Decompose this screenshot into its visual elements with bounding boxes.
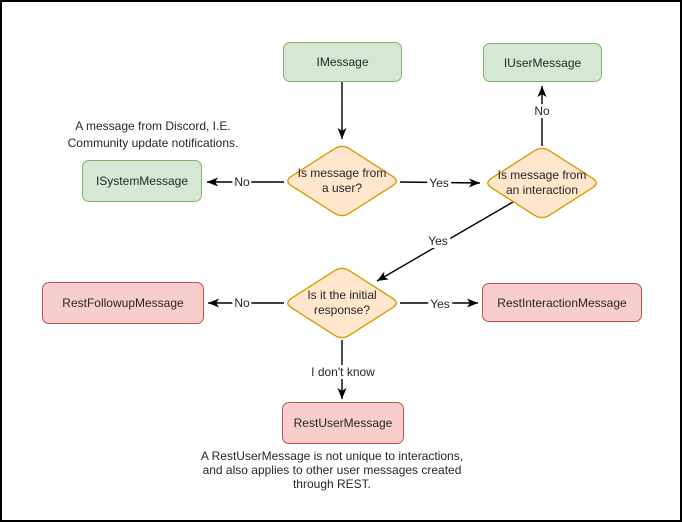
node-restfollowupmessage-label: RestFollowupMessage (62, 296, 184, 310)
note-restusermessage: A RestUserMessage is not unique to inter… (182, 449, 482, 491)
note-restusermessage-line2: and also applies to other user messages … (202, 463, 462, 477)
node-imessage-label: IMessage (316, 55, 369, 69)
edge-label-initial-yes: Yes (428, 297, 452, 311)
decision-from-interaction-shape (487, 147, 597, 219)
edge-label-initial-no: No (232, 296, 252, 310)
node-restfollowupmessage: RestFollowupMessage (42, 282, 204, 324)
edge-label-interaction-no: No (532, 104, 552, 118)
note-restusermessage-line3: through REST. (292, 477, 372, 491)
node-restinteractionmessage-label: RestInteractionMessage (497, 295, 627, 310)
note-restusermessage-line1: A RestUserMessage is not unique to inter… (200, 449, 464, 463)
edge-label-user-yes: Yes (427, 176, 451, 190)
edge-label-user-no: No (232, 175, 252, 189)
node-isystemmessage-label: ISystemMessage (95, 174, 189, 188)
decision-initial-response-shape (287, 267, 397, 339)
node-iusermessage: IUserMessage (483, 43, 602, 82)
note-isystemmessage-line2: Community update notifications. (67, 136, 239, 150)
node-restusermessage-label: RestUserMessage (293, 416, 393, 430)
edge-label-initial-unknown: I don't know (309, 365, 377, 379)
node-iusermessage-label: IUserMessage (503, 55, 582, 70)
note-isystemmessage-line1: A message from Discord, I.E. (75, 119, 231, 133)
node-isystemmessage: ISystemMessage (82, 160, 202, 202)
node-imessage: IMessage (283, 42, 402, 82)
node-restinteractionmessage: RestInteractionMessage (482, 283, 642, 322)
note-isystemmessage: A message from Discord, I.E. Community u… (33, 118, 273, 152)
edge-label-interaction-yes: Yes (426, 234, 450, 248)
node-restusermessage: RestUserMessage (282, 402, 404, 444)
decision-from-user-shape (287, 145, 397, 217)
